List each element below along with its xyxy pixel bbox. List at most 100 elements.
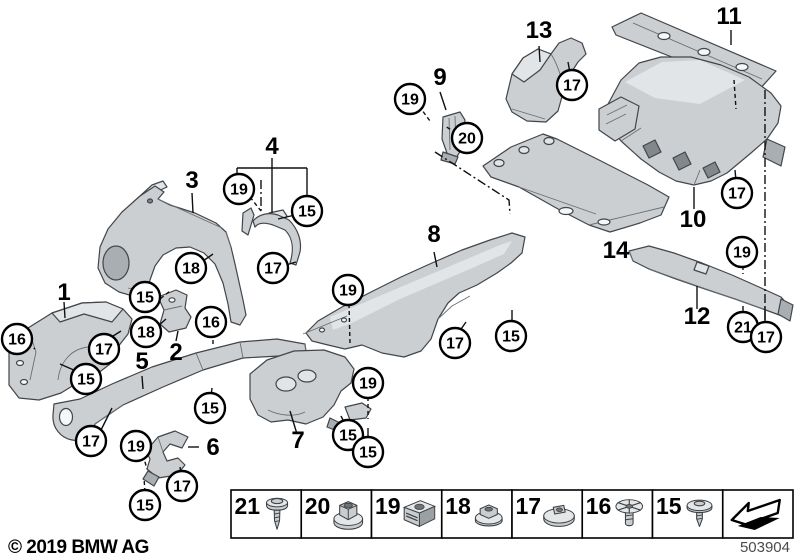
- part-label-4[interactable]: 4: [265, 133, 279, 160]
- callout-circle: [193, 391, 227, 425]
- callout-number: 16: [8, 332, 26, 349]
- callout-circle: [749, 320, 783, 354]
- legend-cell-border: [721, 489, 794, 539]
- callout-17[interactable]: 17: [165, 469, 199, 503]
- callout-number: 15: [298, 204, 316, 221]
- callout-15[interactable]: 15: [69, 362, 103, 396]
- callout-15[interactable]: 15: [193, 391, 227, 425]
- part-7-shape-center-heat-shield[interactable]: [249, 349, 372, 432]
- callout-number: 20: [458, 131, 476, 148]
- part-label-10[interactable]: 10: [680, 206, 707, 233]
- callout-circle: [351, 366, 385, 400]
- callout-circle: [74, 424, 108, 458]
- part-label-5[interactable]: 5: [135, 348, 148, 375]
- legend-cell-number: 18: [445, 493, 471, 519]
- callout-17[interactable]: 17: [555, 68, 589, 102]
- part-label-12[interactable]: 12: [684, 303, 711, 330]
- callout-19[interactable]: 19: [222, 172, 256, 206]
- callout-number: 17: [728, 186, 746, 203]
- part-label-8[interactable]: 8: [427, 221, 440, 248]
- legend-cell-17[interactable]: 17: [511, 489, 584, 539]
- callout-19[interactable]: 19: [331, 273, 365, 307]
- callout-17[interactable]: 17: [749, 320, 783, 354]
- callout-number: 17: [757, 330, 775, 347]
- callout-15[interactable]: 15: [128, 280, 162, 314]
- callout-number: 16: [202, 315, 220, 332]
- legend-cell-15[interactable]: 15: [651, 489, 724, 539]
- legend-cell-16[interactable]: 16: [581, 489, 654, 539]
- callout-18[interactable]: 18: [129, 315, 163, 349]
- part-label-11[interactable]: 11: [716, 3, 741, 30]
- callout-circle: [438, 326, 472, 360]
- part-label-13[interactable]: 13: [526, 17, 553, 44]
- callout-number: 19: [127, 439, 145, 456]
- callout-number: 19: [359, 376, 377, 393]
- diagram-number: 503904: [739, 539, 790, 556]
- callout-number: 18: [182, 261, 200, 278]
- callout-20[interactable]: 20: [450, 121, 484, 155]
- callout-19[interactable]: 19: [725, 235, 759, 269]
- callout-19[interactable]: 19: [351, 366, 385, 400]
- part-8-shape-tunnel-heat-shield[interactable]: [302, 232, 526, 358]
- part-2-shape-small-bracket[interactable]: [157, 289, 192, 333]
- part-label-1[interactable]: 1: [57, 279, 70, 306]
- legend-cell-20[interactable]: 20: [300, 489, 373, 539]
- callout-circle: [450, 121, 484, 155]
- part-label-14[interactable]: 14: [603, 237, 630, 264]
- callout-circle: [119, 429, 153, 463]
- part-label-6[interactable]: 6: [206, 434, 219, 461]
- part-4-shape-bracket-strap[interactable]: [241, 207, 302, 266]
- callout-circle: [290, 194, 324, 228]
- callout-17[interactable]: 17: [256, 251, 290, 285]
- callout-circle: [0, 322, 34, 356]
- callout-circle: [194, 305, 228, 339]
- callout-15[interactable]: 15: [351, 435, 385, 469]
- callout-number: 15: [502, 329, 520, 346]
- callout-number: 15: [77, 372, 95, 389]
- callout-16[interactable]: 16: [194, 305, 228, 339]
- callout-number: 19: [733, 245, 751, 262]
- callout-number: 15: [136, 290, 154, 307]
- legend-cell-21[interactable]: 21: [230, 489, 303, 539]
- part-13-shape-rear-bracket-shield[interactable]: [505, 37, 587, 123]
- callout-circle: [393, 82, 427, 116]
- callout-circle: [87, 332, 121, 366]
- callout-number: 19: [401, 92, 419, 109]
- callout-17[interactable]: 17: [438, 326, 472, 360]
- callout-number: 17: [95, 342, 113, 359]
- part-label-9[interactable]: 9: [433, 64, 446, 91]
- part-label-3[interactable]: 3: [185, 167, 198, 194]
- callout-19[interactable]: 19: [119, 429, 153, 463]
- callout-number: 17: [264, 261, 282, 278]
- callout-18[interactable]: 18: [174, 251, 208, 285]
- callout-circle: [128, 280, 162, 314]
- callout-15[interactable]: 15: [494, 319, 528, 353]
- legend-cell-back[interactable]: [721, 489, 794, 539]
- callout-15[interactable]: 15: [128, 488, 162, 522]
- part-6-shape-channel-bracket[interactable]: [142, 430, 189, 487]
- legend-cell-18[interactable]: 18: [440, 489, 513, 539]
- callout-15[interactable]: 15: [290, 194, 324, 228]
- callout-number: 15: [339, 428, 357, 445]
- part-label-7[interactable]: 7: [291, 427, 304, 454]
- legend-cell-number: 15: [656, 493, 682, 519]
- callout-16[interactable]: 16: [0, 322, 34, 356]
- legend-cell-border: [300, 489, 373, 539]
- callout-circle: [494, 319, 528, 353]
- callout-circle: [222, 172, 256, 206]
- callout-19[interactable]: 19: [393, 82, 427, 116]
- legend-cell-19[interactable]: 19: [370, 489, 443, 539]
- callout-circle: [331, 273, 365, 307]
- callout-circle: [69, 362, 103, 396]
- part-14-shape-floor-heat-insulation[interactable]: [482, 133, 670, 233]
- part-10-shape-rear-muffler-heat-shield[interactable]: [598, 56, 786, 186]
- callout-17[interactable]: 17: [720, 176, 754, 210]
- part-12-shape-sill-heat-shield-right[interactable]: [628, 245, 794, 322]
- part-label-2[interactable]: 2: [169, 339, 182, 366]
- callout-17[interactable]: 17: [74, 424, 108, 458]
- callout-17[interactable]: 17: [87, 332, 121, 366]
